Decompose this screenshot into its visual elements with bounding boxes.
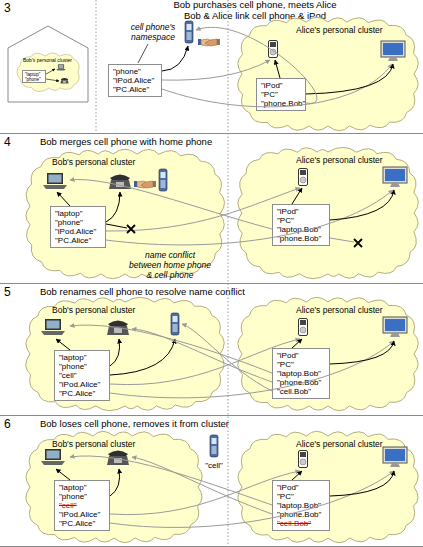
name-entry: "phone" [59, 362, 105, 371]
step-panel: 4 Bob merges cell phone with home phoneBo… [0, 134, 423, 284]
namespace-box: "iPod""PC""laptop.Bob""phone.Bob""cell.B… [272, 348, 330, 399]
cluster-name: Bob's personal cluster [52, 440, 135, 449]
name-entry: "laptop" [25, 72, 43, 77]
cellphone-icon [210, 435, 218, 457]
device-label: "cell" [200, 461, 228, 471]
namespace-box: "laptop""phone""cell""iPod.Alice""PC.Ali… [54, 350, 110, 401]
cloud-shape [238, 431, 418, 542]
step-title: Bob renames cell phone to resolve name c… [40, 287, 245, 297]
step-number: 4 [4, 136, 11, 149]
name-entry: "phone.Bob" [277, 234, 325, 243]
name-entry: "iPod" [277, 483, 325, 492]
name-entry: "phone" [55, 218, 101, 227]
name-entry: "cell" [59, 501, 105, 510]
step-title: Bob loses cell phone, removes it from cl… [40, 419, 229, 429]
name-entry: "cell" [59, 371, 105, 380]
divider-line [228, 0, 229, 547]
cloud-shape [26, 431, 202, 542]
namespace-box: "laptop""phone""cell""iPod.Alice""PC.Ali… [54, 480, 110, 531]
name-entry: "PC.Alice" [59, 389, 105, 398]
step-panel: 3Bob purchases cell phone, meets AliceBo… [0, 0, 423, 134]
cloud-shape [26, 297, 225, 410]
cluster-name: Bob's personal cluster [52, 306, 135, 315]
cluster-name: Alice's personal cluster [296, 156, 383, 165]
name-entry: "iPod" [261, 81, 301, 90]
step-number: 5 [4, 286, 11, 299]
cluster-name: Alice's personal cluster [296, 26, 383, 35]
namespace-box: "iPod""PC""laptop.Bob""phone.Bob" [272, 204, 330, 246]
cluster-name: Bob's personal cluster [23, 58, 72, 64]
cluster-name: Alice's personal cluster [296, 440, 383, 449]
name-entry: "iPod.Alice" [55, 227, 101, 236]
name-entry: "PC.Alice" [55, 236, 101, 245]
name-entry: "phone.Bob" [277, 510, 325, 519]
cluster-cloud: Alice's personal cluster "iPod""PC""lapto… [236, 146, 420, 280]
name-entry: "iPod.Alice" [113, 76, 157, 85]
cluster-name: Bob's personal cluster [52, 158, 135, 167]
name-entry: "phone.Bob" [261, 99, 301, 108]
namespace-box: "iPod""PC""laptop.Bob""phone.Bob""cell.B… [272, 480, 330, 531]
name-entry: "laptop.Bob" [277, 225, 325, 234]
step-panel: 6 Bob loses cell phone, removes it from c… [0, 416, 423, 547]
cluster-cloud: Bob's personal cluster "laptop""phone""ce… [24, 296, 226, 412]
namespace-box: "laptop""phone""iPod.Alice""PC.Alice" [50, 206, 106, 248]
name-entry: "PC" [277, 360, 325, 369]
name-entry: "iPod.Alice" [59, 510, 105, 519]
name-entry: "phone" [113, 67, 157, 76]
name-entry: "PC" [277, 216, 325, 225]
cloud-shape [17, 53, 79, 92]
step-title: Bob merges cell phone with home phone [40, 137, 212, 147]
name-entry: "cell.Bob" [277, 387, 325, 396]
cluster-cloud: Bob's personal cluster "laptop""phone""ce… [24, 430, 204, 544]
name-entry: "PC" [261, 90, 301, 99]
cluster-cloud: Bob's personal cluster "laptop""phone" [14, 50, 84, 94]
name-entry: "phone.Bob" [277, 378, 325, 387]
name-entry: "laptop.Bob" [277, 369, 325, 378]
callout-text: name conflict between home phone & cell … [128, 250, 212, 280]
leader-line [138, 44, 148, 63]
cellphone-icon [185, 21, 193, 43]
cloud-shape [238, 297, 419, 410]
name-entry: "laptop" [59, 353, 105, 362]
cloud-shape [238, 147, 419, 278]
divider-line [96, 0, 97, 133]
name-entry: "PC.Alice" [113, 85, 157, 94]
step-number: 6 [4, 418, 11, 431]
callout-text: cell phone's namespace [126, 22, 180, 42]
name-entry: "PC.Alice" [59, 519, 105, 528]
namespace-box: "laptop""phone" [22, 70, 46, 83]
name-entry: "laptop" [59, 483, 105, 492]
name-entry: "laptop" [55, 209, 101, 218]
cluster-cloud: Alice's personal cluster "iPod""PC""lapto… [236, 430, 420, 544]
cluster-cloud: Alice's personal cluster "iPod""PC""phone… [236, 16, 420, 132]
namespace-box: "iPod""PC""phone.Bob" [256, 78, 306, 111]
cloud-shape [238, 17, 419, 130]
step-panel: 5 Bob renames cell phone to resolve name … [0, 284, 423, 416]
handshake-icon [198, 39, 220, 46]
step-title: Bob & Alice link cell phone & iPod [150, 11, 360, 21]
name-entry: "cell.Bob" [277, 519, 325, 528]
house-outline [8, 26, 88, 102]
name-entry: "iPod" [277, 207, 325, 216]
name-entry: "PC" [277, 492, 325, 501]
name-entry: "iPod" [277, 351, 325, 360]
name-entry: "phone" [25, 77, 43, 82]
cluster-name: Alice's personal cluster [296, 306, 383, 315]
step-number: 3 [4, 2, 11, 15]
name-entry: "laptop.Bob" [277, 501, 325, 510]
name-entry: "iPod.Alice" [59, 380, 105, 389]
step-title: Bob purchases cell phone, meets Alice [150, 0, 360, 10]
name-entry: "phone" [59, 492, 105, 501]
cluster-cloud: Alice's personal cluster "iPod""PC""lapto… [236, 296, 420, 412]
namespace-box: "phone""iPod.Alice""PC.Alice" [108, 64, 162, 97]
